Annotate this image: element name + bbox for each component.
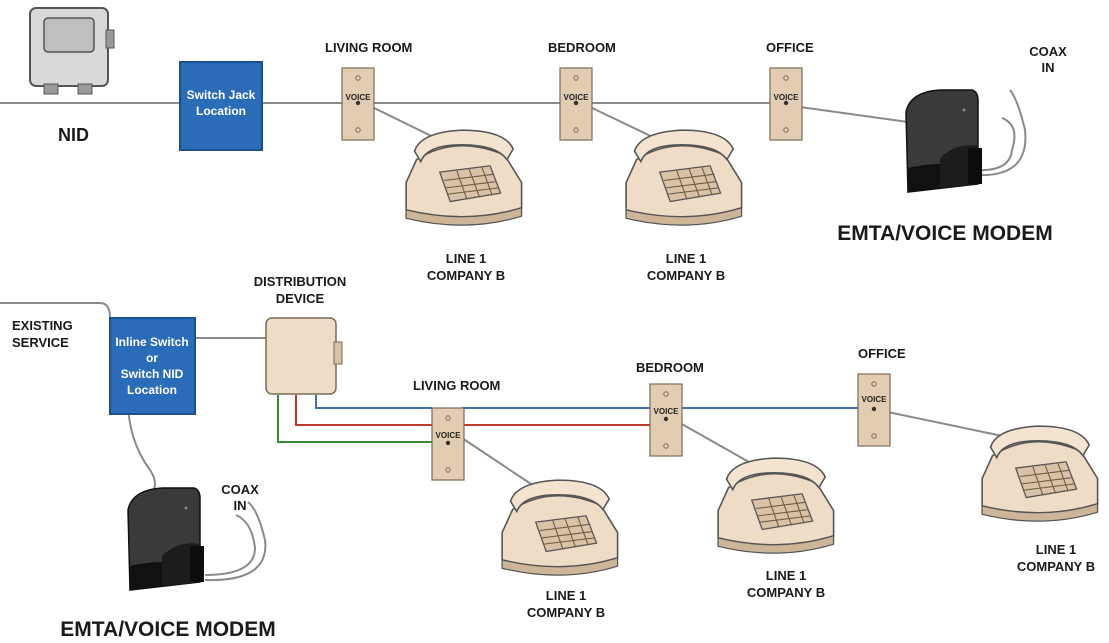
telephone-icon bbox=[625, 129, 743, 226]
bottom-wires bbox=[0, 302, 1013, 582]
telephone-icon bbox=[501, 479, 619, 576]
switch-jack-box: Switch Jack Location bbox=[179, 61, 263, 151]
phone-label-company: COMPANY B bbox=[427, 268, 505, 283]
distribution-device bbox=[265, 317, 343, 395]
phone-label-company: COMPANY B bbox=[647, 268, 725, 283]
jack-living-room-bottom: VOICE bbox=[431, 407, 465, 481]
existing-service-label: EXISTING bbox=[12, 318, 73, 333]
nid-box bbox=[29, 7, 115, 95]
svg-text:VOICE: VOICE bbox=[436, 431, 462, 440]
top-wires bbox=[0, 89, 1027, 177]
jack-office-bottom: VOICE bbox=[857, 373, 891, 447]
phone-label-line: LINE 1 bbox=[546, 588, 586, 603]
room-label-living-room: LIVING ROOM bbox=[325, 40, 412, 55]
distribution-device-label: DISTRIBUTION bbox=[254, 274, 346, 289]
svg-text:VOICE: VOICE bbox=[346, 93, 372, 102]
svg-text:or: or bbox=[146, 351, 158, 365]
svg-text:VOICE: VOICE bbox=[654, 407, 680, 416]
distribution-device-label: DEVICE bbox=[276, 291, 325, 306]
existing-service-label: SERVICE bbox=[12, 335, 69, 350]
inline-switch-box: Inline Switch or Switch NID Location bbox=[109, 317, 196, 415]
phone-label-line: LINE 1 bbox=[446, 251, 486, 266]
jack-office-top: VOICE bbox=[769, 67, 803, 141]
phone-label-company: COMPANY B bbox=[527, 605, 605, 620]
telephone-icon bbox=[405, 129, 523, 226]
svg-text:VOICE: VOICE bbox=[862, 395, 888, 404]
svg-text:Switch Jack: Switch Jack bbox=[187, 88, 256, 102]
phone-label-line: LINE 1 bbox=[766, 568, 806, 583]
jack-bedroom-bottom: VOICE bbox=[649, 383, 683, 457]
jack-living-room-top: VOICE bbox=[341, 67, 375, 141]
phone-label-line: LINE 1 bbox=[1036, 542, 1076, 557]
telephone-icon bbox=[717, 457, 835, 554]
svg-text:VOICE: VOICE bbox=[774, 93, 800, 102]
modem-icon bbox=[127, 487, 205, 591]
room-label-living-room: LIVING ROOM bbox=[413, 378, 500, 393]
phone-label-company: COMPANY B bbox=[747, 585, 825, 600]
svg-text:Location: Location bbox=[196, 104, 246, 118]
svg-text:Switch NID: Switch NID bbox=[121, 367, 184, 381]
phone-label-line: LINE 1 bbox=[666, 251, 706, 266]
coax-label-in: IN bbox=[1042, 60, 1055, 75]
modem-label: EMTA/VOICE MODEM bbox=[837, 222, 1052, 245]
room-label-bedroom: BEDROOM bbox=[548, 40, 616, 55]
modem-label: EMTA/VOICE MODEM bbox=[60, 618, 275, 641]
nid-label: NID bbox=[58, 125, 89, 145]
svg-text:Inline Switch: Inline Switch bbox=[115, 335, 188, 349]
coax-label-in: IN bbox=[234, 498, 247, 513]
room-label-bedroom: BEDROOM bbox=[636, 360, 704, 375]
modem-icon bbox=[905, 89, 983, 193]
svg-text:VOICE: VOICE bbox=[564, 93, 590, 102]
coax-label: COAX bbox=[1029, 44, 1067, 59]
coax-label: COAX bbox=[221, 482, 259, 497]
svg-text:Location: Location bbox=[127, 383, 177, 397]
jack-bedroom-top: VOICE bbox=[559, 67, 593, 141]
telephone-icon bbox=[981, 425, 1099, 522]
room-label-office: OFFICE bbox=[858, 346, 906, 361]
phone-label-company: COMPANY B bbox=[1017, 559, 1095, 574]
room-label-office: OFFICE bbox=[766, 40, 814, 55]
